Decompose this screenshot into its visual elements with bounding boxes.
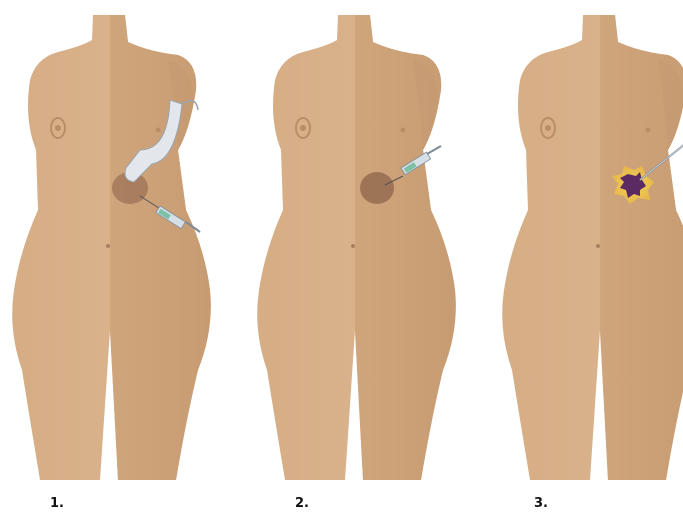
step-3-label: 3.	[534, 497, 548, 511]
step-2-panel: 2.	[245, 0, 485, 514]
right-nipple	[646, 128, 651, 133]
liver-lesion	[360, 172, 394, 204]
step-2-illustration	[245, 0, 485, 514]
navel	[351, 244, 355, 248]
step-1-illustration	[0, 0, 240, 514]
right-nipple	[156, 128, 161, 133]
step-2-label: 2.	[295, 497, 309, 511]
step-3-panel: 3.	[490, 0, 683, 514]
torso-figure	[257, 15, 456, 480]
navel	[106, 244, 110, 248]
torso-figure	[12, 15, 211, 480]
step-1-label: 1.	[50, 497, 64, 511]
right-nipple	[401, 128, 406, 133]
navel	[596, 244, 600, 248]
torso-figure	[502, 15, 683, 480]
step-3-illustration	[490, 0, 683, 514]
step-1-panel: 1.	[0, 0, 240, 514]
